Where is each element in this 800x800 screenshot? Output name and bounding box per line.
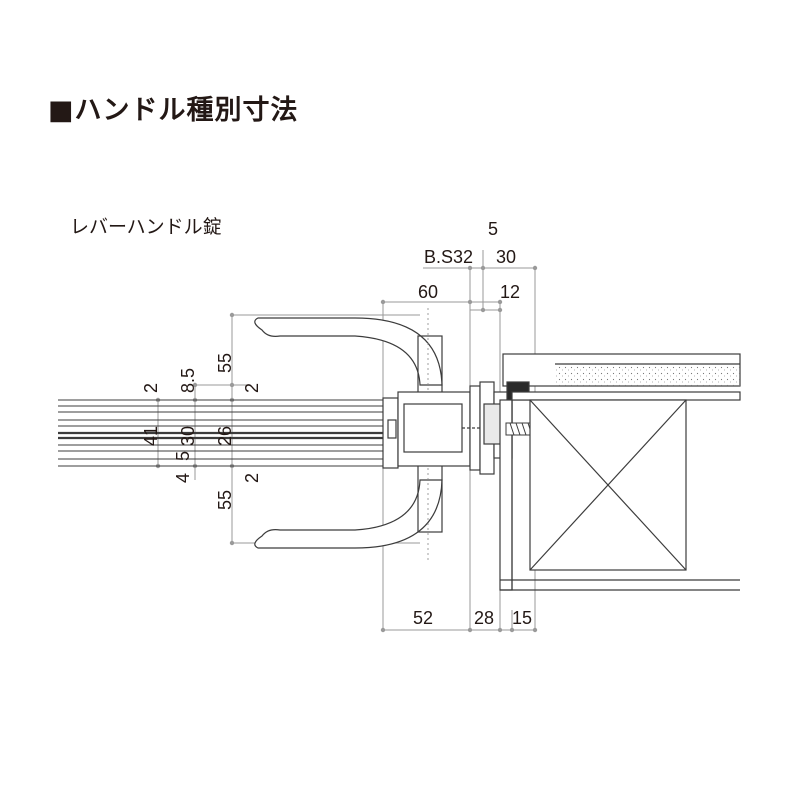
lock-body <box>382 381 513 475</box>
dim-30-left: 30 <box>178 426 198 446</box>
dim-30-top: 30 <box>496 247 516 267</box>
dim-2-upper-left: 2 <box>141 383 161 393</box>
page-title: ■ハンドル種別寸法 <box>48 95 299 126</box>
dim-4: 4 <box>173 473 193 483</box>
dim-bs32: B.S32 <box>424 247 473 267</box>
diagram-subtitle: レバーハンドル錠 <box>70 216 222 238</box>
dim-41: 41 <box>141 426 161 446</box>
dim-55-upper: 55 <box>215 353 235 373</box>
dim-5-left: 5 <box>173 451 193 461</box>
dim-12: 12 <box>500 282 520 302</box>
dim-55-lower: 55 <box>215 490 235 510</box>
dim-8-5: 8.5 <box>178 368 198 393</box>
dim-2-upper-right: 2 <box>242 383 262 393</box>
door-frame <box>499 353 741 591</box>
dim-26: 26 <box>215 426 235 446</box>
dim-52: 52 <box>413 608 433 628</box>
dim-5: 5 <box>488 219 498 239</box>
dim-28: 28 <box>474 608 494 628</box>
door-panel-section <box>58 399 383 467</box>
dim-60: 60 <box>418 282 438 302</box>
wall-stud-section <box>529 399 687 571</box>
dim-2-lower: 2 <box>242 473 262 483</box>
dim-15: 15 <box>512 608 532 628</box>
